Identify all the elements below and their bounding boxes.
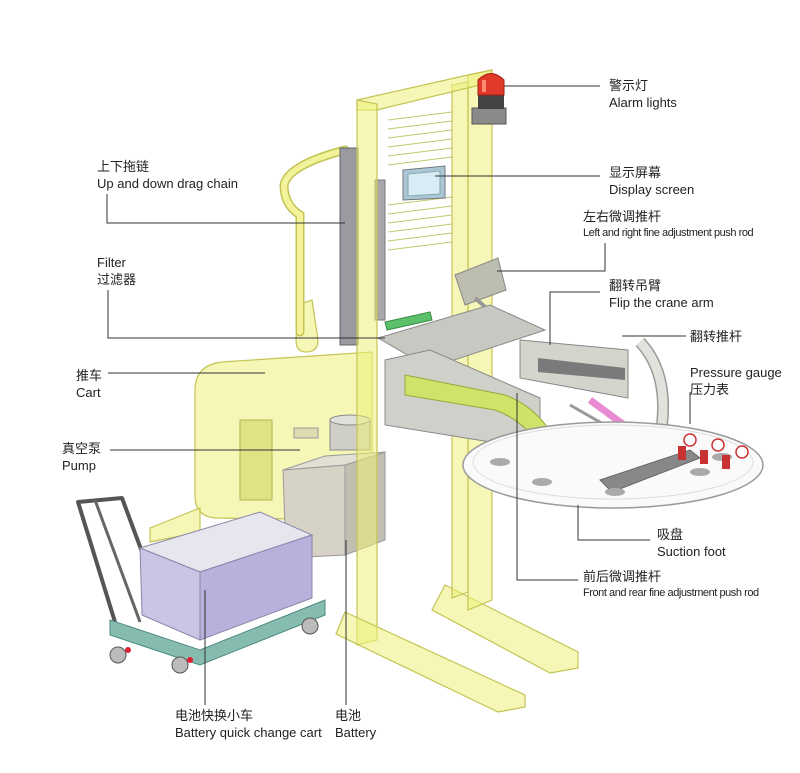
pump-valve xyxy=(293,427,319,439)
label-zh: 上下拖链 xyxy=(97,159,150,174)
label-display-screen: 显示屏幕 Display screen xyxy=(609,164,694,198)
cart-window xyxy=(239,419,273,501)
crane-green-cylinder xyxy=(384,311,433,331)
display-screen-panel xyxy=(407,170,441,197)
label-en: Left and right fine adjustment push rod xyxy=(583,227,754,239)
label-zh: 真空泵 xyxy=(62,441,102,456)
leader-suction-foot xyxy=(577,505,650,541)
label-en: Alarm lights xyxy=(609,95,677,110)
pressure-gauge-icon xyxy=(735,445,749,459)
label-filter: Filter 过滤器 xyxy=(97,254,136,288)
label-zh: 电池 xyxy=(335,708,362,723)
wheel-brake-icon xyxy=(187,657,193,663)
label-zh: 推车 xyxy=(76,368,103,383)
label-drag-chain: 上下拖链 Up and down drag chain xyxy=(97,158,238,192)
pressure-gauge-icon xyxy=(683,433,697,447)
fork-front xyxy=(335,611,526,713)
mast-left-upright xyxy=(356,99,378,646)
mast-slats xyxy=(387,111,453,251)
label-en: Suction foot xyxy=(657,544,726,559)
label-en: Battery quick change cart xyxy=(175,725,322,740)
flip-crane-rail xyxy=(538,358,625,380)
alarm-light-icon xyxy=(477,73,505,96)
label-zh: 前后微调推杆 xyxy=(583,569,662,584)
mast-slat xyxy=(387,138,453,148)
suction-cup xyxy=(690,468,710,476)
label-pressure-gauge: Pressure gauge 压力表 xyxy=(690,364,782,398)
leader-lr-push-rod xyxy=(497,243,606,272)
alarm-bracket xyxy=(471,107,507,125)
label-zh: 压力表 xyxy=(690,382,730,397)
label-lr-push-rod: 左右微调推杆 Left and right fine adjustment pu… xyxy=(583,208,754,242)
label-en: Pump xyxy=(62,458,96,473)
wheel-icon xyxy=(301,617,319,635)
label-en: Display screen xyxy=(609,182,695,197)
gauge-valve xyxy=(700,450,708,464)
alarm-base xyxy=(478,95,504,109)
leader-filter xyxy=(107,290,385,339)
wheel-icon xyxy=(171,656,189,674)
label-en: Up and down drag chain xyxy=(97,176,238,191)
mast-slat xyxy=(387,232,453,242)
mast-slat xyxy=(387,205,453,215)
wheel-icon xyxy=(109,646,127,664)
battery-cart-handle-rail xyxy=(93,499,142,623)
label-battery: 电池 Battery xyxy=(335,707,376,741)
label-battery-cart: 电池快换小车 Battery quick change cart xyxy=(175,707,322,741)
cart-handle-outline xyxy=(279,145,350,337)
mast-slat xyxy=(387,241,453,251)
label-cart: 推车 Cart xyxy=(76,367,102,401)
leader-flip-crane-arm xyxy=(549,291,600,345)
label-en: Flip the crane arm xyxy=(609,295,714,310)
battery-cart-base xyxy=(109,599,326,666)
mast-slat xyxy=(387,223,453,233)
wheel-brake-icon xyxy=(125,647,131,653)
suction-cup xyxy=(532,478,552,486)
label-en: Cart xyxy=(76,385,101,400)
leader-drag-chain xyxy=(106,194,345,224)
mast-slat xyxy=(387,147,453,157)
gauge-valve xyxy=(722,455,730,469)
flip-arm-arc xyxy=(636,338,668,426)
label-en: Filter xyxy=(97,255,126,270)
label-zh: 吸盘 xyxy=(657,527,684,542)
label-en: Battery xyxy=(335,725,377,740)
suction-cup xyxy=(490,458,510,466)
label-suction-foot: 吸盘 Suction foot xyxy=(657,526,726,560)
label-zh: 左右微调推杆 xyxy=(583,209,662,224)
label-alarm-lights: 警示灯 Alarm lights xyxy=(609,77,677,111)
label-zh: 翻转推杆 xyxy=(690,329,743,344)
label-en: Pressure gauge xyxy=(690,365,782,380)
mast-slat xyxy=(387,156,453,166)
leader-fr-push-rod xyxy=(516,393,578,581)
mast-slat xyxy=(387,214,453,224)
label-pump: 真空泵 Pump xyxy=(62,440,101,474)
label-en: Front and rear fine adjustment push rod xyxy=(583,587,759,599)
label-zh: 显示屏幕 xyxy=(609,165,662,180)
suction-disc-inner xyxy=(472,424,754,500)
label-zh: 警示灯 xyxy=(609,78,649,93)
pressure-gauge-icon xyxy=(711,438,725,452)
mast-slat xyxy=(387,111,453,121)
drag-chain xyxy=(339,147,359,346)
mast-slat xyxy=(387,120,453,130)
label-zh: 翻转吊臂 xyxy=(609,278,662,293)
label-zh: 过滤器 xyxy=(97,272,137,287)
alarm-highlight xyxy=(482,80,486,92)
mast-slat xyxy=(387,129,453,139)
label-zh: 电池快换小车 xyxy=(175,708,254,723)
gauge-valve xyxy=(678,446,686,460)
lr-push-rod xyxy=(454,257,507,306)
fork-rear xyxy=(431,584,579,674)
label-flip-crane-arm: 翻转吊臂 Flip the crane arm xyxy=(609,277,714,311)
cart-handle xyxy=(280,147,348,335)
battery-cart-box-right xyxy=(199,534,313,641)
leader-lines xyxy=(106,85,691,705)
suction-cup xyxy=(605,488,625,496)
label-fr-push-rod: 前后微调推杆 Front and rear fine adjustment pu… xyxy=(583,568,759,602)
label-flip-push-rod: 翻转推杆 xyxy=(690,328,742,345)
